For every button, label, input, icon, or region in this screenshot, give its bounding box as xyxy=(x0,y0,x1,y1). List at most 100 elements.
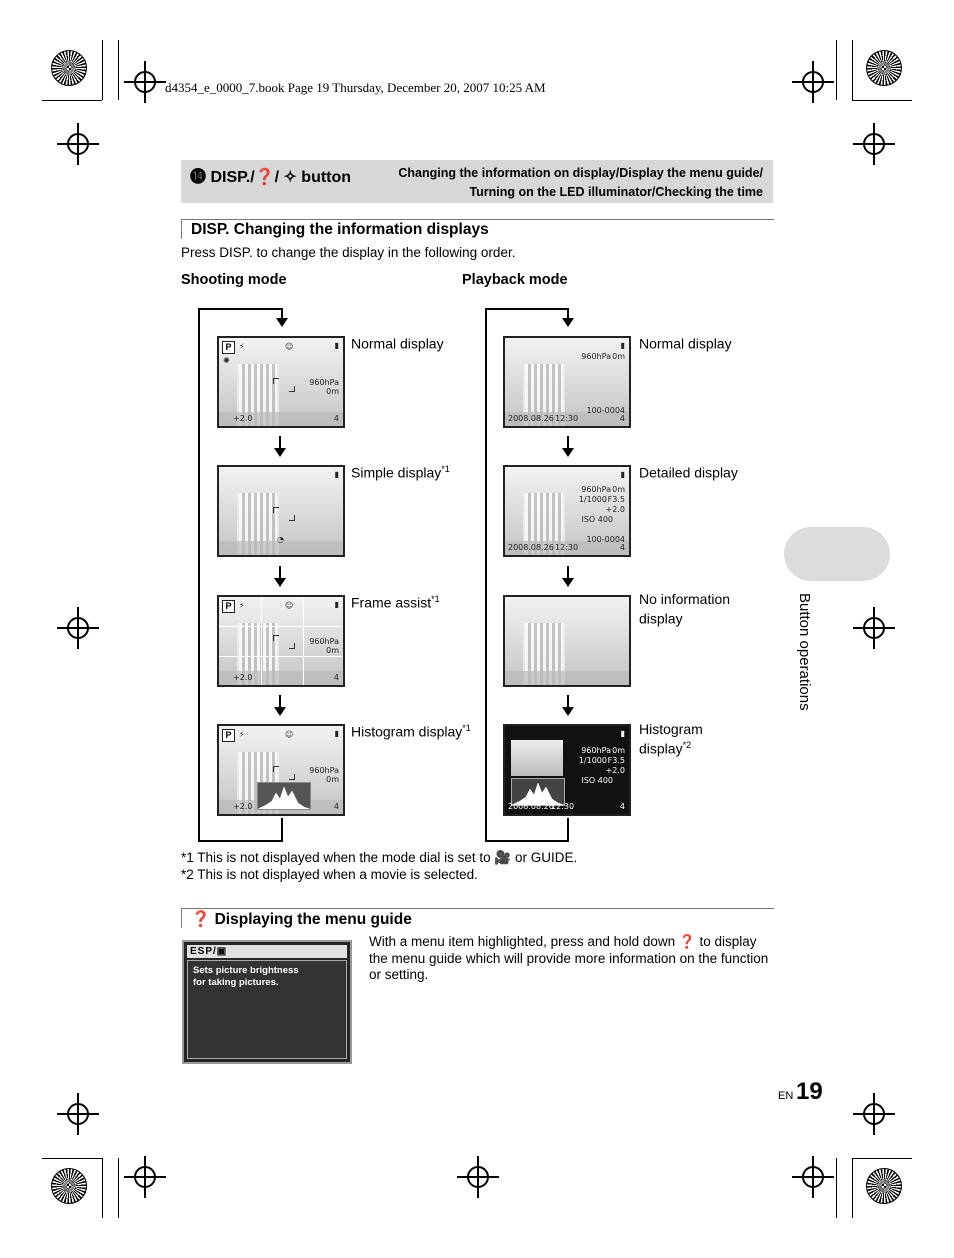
lcd-shooting-frame-assist: P ⚡ ☺ ▮ 960hPa 0m +2.0 4 xyxy=(217,595,345,687)
time-value: 12:30 xyxy=(551,802,574,811)
wb-icon: ✺ xyxy=(223,356,230,365)
af-target-icon xyxy=(273,766,295,780)
altitude-value: 0m xyxy=(612,352,625,361)
pressure-value: 960hPa xyxy=(309,766,339,775)
battery-icon: ▮ xyxy=(621,729,625,738)
color-target-icon xyxy=(866,1168,902,1204)
mode-badge: P xyxy=(222,341,235,354)
page-title: ⓮ DISP./❓/ ✧ button xyxy=(190,163,351,187)
date-value: 2008.08.26 xyxy=(508,802,554,811)
crop-mark xyxy=(118,1158,119,1218)
crop-mark xyxy=(102,1158,103,1218)
grid-line xyxy=(219,656,343,657)
menu-guide-description: With a menu item highlighted, press and … xyxy=(369,934,773,984)
frames-value: 4 xyxy=(620,543,625,552)
histogram-graph xyxy=(257,782,311,810)
crop-mark xyxy=(836,40,837,100)
header-subtitle-2: Turning on the LED illuminator/Checking … xyxy=(469,185,763,199)
print-header: d4354_e_0000_7.book Page 19 Thursday, De… xyxy=(165,80,546,96)
altitude-value: 0m xyxy=(612,746,625,755)
flow-line xyxy=(567,818,569,842)
frames-value: 4 xyxy=(620,414,625,423)
crop-mark xyxy=(852,1158,912,1159)
time-value: 12:30 xyxy=(555,414,578,423)
exposure-value: +2.0 xyxy=(233,414,252,423)
af-target-icon xyxy=(273,378,295,392)
shooting-label-4: Histogram display*1 xyxy=(351,720,471,740)
altitude-value: 0m xyxy=(612,485,625,494)
shooting-label-2: Simple display*1 xyxy=(351,461,450,481)
registration-mark-icon xyxy=(67,617,89,639)
battery-icon: ▮ xyxy=(621,341,625,350)
crop-mark xyxy=(852,40,853,100)
altitude-value: 0m xyxy=(326,775,339,784)
crop-mark xyxy=(118,40,119,100)
arrow-down-icon xyxy=(562,707,574,716)
registration-mark-icon xyxy=(863,1103,885,1125)
arrow-down-icon xyxy=(274,578,286,587)
number-badge: ⓮ xyxy=(190,169,206,186)
registration-mark-icon xyxy=(67,133,89,155)
crop-mark xyxy=(852,100,912,101)
crop-mark xyxy=(42,1158,102,1159)
registration-mark-icon xyxy=(134,1166,156,1188)
registration-mark-icon xyxy=(863,617,885,639)
frames-value: 4 xyxy=(334,802,339,811)
time-value: 12:30 xyxy=(555,543,578,552)
battery-icon: ▮ xyxy=(621,470,625,479)
pressure-value: 960hPa xyxy=(309,637,339,646)
af-target-icon xyxy=(273,635,295,649)
exposure-value: +2.0 xyxy=(233,802,252,811)
pressure-value: 960hPa xyxy=(309,378,339,387)
pressure-value: 960hPa xyxy=(581,352,611,361)
shutter-value: 1/1000 xyxy=(579,756,607,765)
altitude-value: 0m xyxy=(326,646,339,655)
color-target-icon xyxy=(866,50,902,86)
flow-line xyxy=(198,840,282,842)
footnote-1: *1 This is not displayed when the mode d… xyxy=(181,850,577,867)
thumbnail-image xyxy=(511,740,563,776)
flash-icon: ⚡ xyxy=(239,601,245,610)
arrow-down-icon xyxy=(274,707,286,716)
section-title: ❓ Displaying the menu guide xyxy=(191,910,412,929)
battery-icon: ▮ xyxy=(335,470,339,479)
guide-panel: Sets picture brightness for taking pictu… xyxy=(187,960,347,1059)
registration-mark-icon xyxy=(467,1166,489,1188)
flow-line xyxy=(485,308,487,842)
arrow-down-icon xyxy=(562,578,574,587)
battery-icon: ▮ xyxy=(335,341,339,350)
flow-line xyxy=(485,840,569,842)
frames-value: 4 xyxy=(620,802,625,811)
shutter-value: 1/1000 xyxy=(579,495,607,504)
lcd-playback-histogram: ▮ 960hPa 0m 1/1000 F3.5 +2.0 ISO 400 200… xyxy=(503,724,631,816)
exposure-value: +2.0 xyxy=(606,766,625,775)
registration-mark-icon xyxy=(67,1103,89,1125)
arrow-down-icon xyxy=(276,318,288,327)
shooting-label-1: Normal display xyxy=(351,332,444,352)
arrow-down-icon xyxy=(562,448,574,457)
crop-mark xyxy=(102,40,103,100)
flash-icon: ⚡ xyxy=(239,730,245,739)
lcd-shooting-simple: ▮ ◔ xyxy=(217,465,345,557)
chapter-tab xyxy=(784,527,890,581)
shooting-label-3: Frame assist*1 xyxy=(351,591,440,611)
altitude-value: 0m xyxy=(326,387,339,396)
grid-line xyxy=(261,597,262,685)
iso-value: ISO 400 xyxy=(581,515,613,524)
frames-value: 4 xyxy=(334,673,339,682)
pressure-value: 960hPa xyxy=(581,746,611,755)
guide-text: Sets picture brightness for taking pictu… xyxy=(193,965,299,989)
date-value: 2008.08.26 xyxy=(508,414,554,423)
mode-badge: P xyxy=(222,600,235,613)
af-target-icon xyxy=(273,507,295,521)
pressure-value: 960hPa xyxy=(581,485,611,494)
section-heading: ❓ Displaying the menu guide xyxy=(181,908,774,928)
grid-line xyxy=(219,626,343,627)
timer-icon: ◔ xyxy=(277,535,284,544)
registration-mark-icon xyxy=(863,133,885,155)
guide-menu-bar: ESP/▣ xyxy=(187,945,347,958)
battery-icon: ▮ xyxy=(335,729,339,738)
frames-value: 4 xyxy=(334,414,339,423)
color-target-icon xyxy=(51,1168,87,1204)
aperture-value: F3.5 xyxy=(608,756,625,765)
